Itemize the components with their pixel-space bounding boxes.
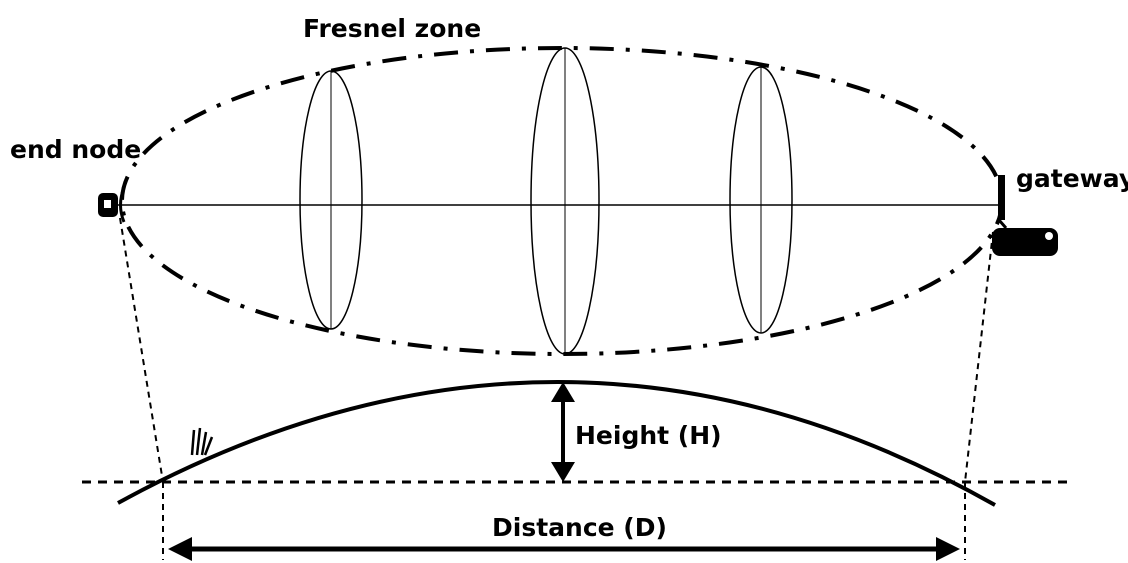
gateway-device-icon [992,175,1058,256]
fresnel-cross-section-left [299,70,363,330]
fresnel-cross-section-right [729,66,793,334]
distance-label: Distance (D) [492,513,667,542]
fresnel-zone-ellipse [120,46,1004,356]
height-label: Height (H) [575,421,722,450]
end-node-device-icon [98,187,126,223]
gateway-label: gateway [1016,164,1128,193]
projection-line-left [119,217,164,483]
earth-curvature-arc [117,380,996,507]
fresnel-zone-label: Fresnel zone [303,14,481,43]
projection-line-right [964,231,994,483]
end-node-label: end node [10,135,141,164]
height-arrow [551,382,575,482]
fresnel-cross-section-center [530,47,600,355]
grass-tuft-icon [190,427,214,456]
distance-arrow [168,537,960,561]
